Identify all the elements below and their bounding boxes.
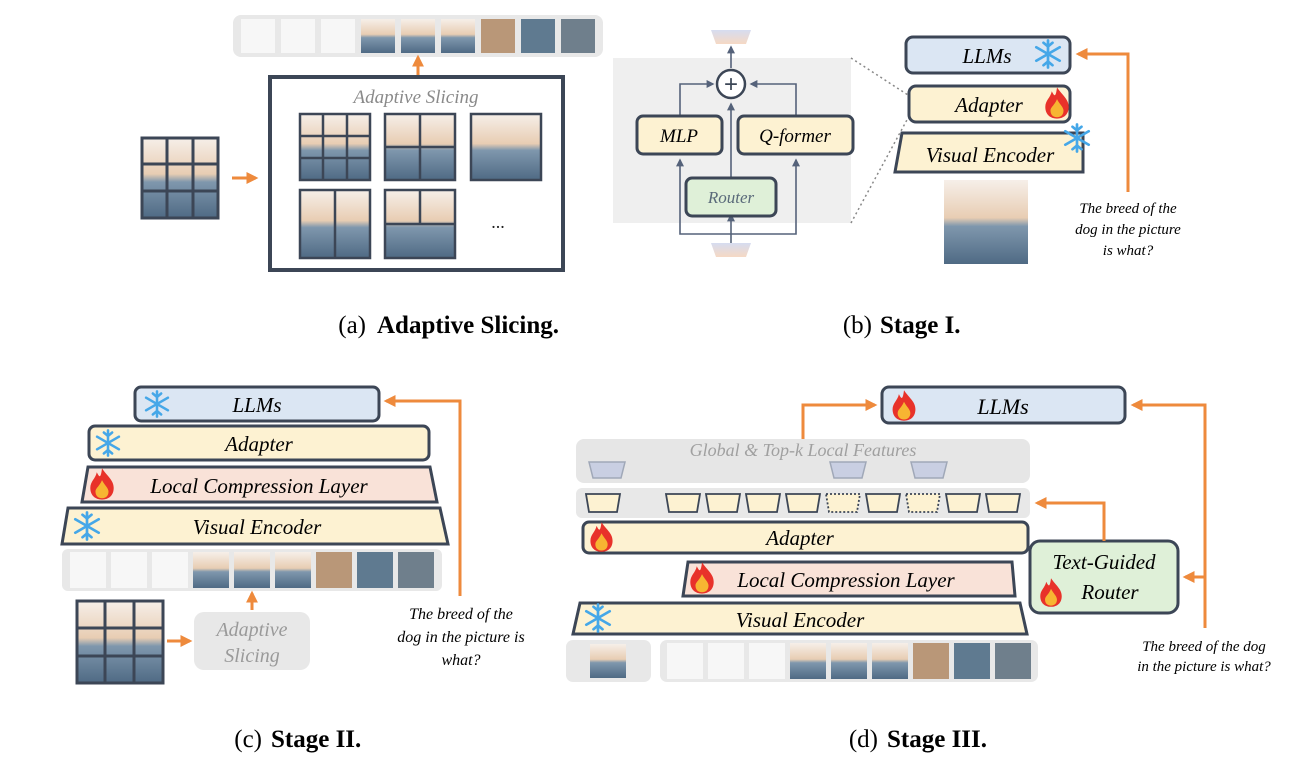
lcl-label-c: Local Compression Layer bbox=[149, 474, 368, 498]
qformer-box bbox=[736, 114, 855, 156]
caption-b-title: Stage I. bbox=[880, 312, 961, 339]
caption-a-prefix: (a) bbox=[338, 312, 366, 339]
router-label-d-line2: Router bbox=[1080, 580, 1139, 604]
router-label-b: Router bbox=[707, 188, 755, 207]
panel-d: LLMs Global & Top-k Local Features Adapt… bbox=[566, 385, 1271, 753]
qformer-label: Q-former bbox=[759, 126, 831, 147]
lcl-box-d bbox=[681, 560, 1017, 598]
slice-option-3x3 bbox=[298, 112, 372, 182]
llms-label-c: LLMs bbox=[231, 393, 281, 417]
llms-label-d: LLMs bbox=[976, 394, 1028, 419]
lcl-label-d: Local Compression Layer bbox=[736, 568, 955, 592]
slicing-box-title: Adaptive Slicing bbox=[351, 87, 478, 108]
slice-thumbnails-d bbox=[667, 643, 1031, 679]
question-c-line2: dog in the picture is bbox=[397, 629, 524, 646]
sum-plus: + bbox=[724, 71, 738, 98]
adapter-label-d: Adapter bbox=[764, 526, 834, 550]
visual-encoder-b bbox=[893, 131, 1085, 174]
llms-box-c bbox=[133, 385, 381, 423]
panel-b: + MLP Q-former Router LLMs Adapter Visua… bbox=[613, 30, 1181, 339]
adapter-tokens-d bbox=[584, 493, 1022, 513]
question-b-line3: is what? bbox=[1103, 243, 1154, 259]
question-d-line1: The breed of the dog bbox=[1142, 639, 1266, 655]
sum-node bbox=[715, 68, 747, 100]
slicing-label-c-line1: Adaptive bbox=[214, 619, 287, 641]
caption-d-title: Stage III. bbox=[887, 726, 987, 753]
llms-box-b bbox=[904, 35, 1072, 75]
ellipsis: ... bbox=[491, 212, 505, 232]
question-c-line3: what? bbox=[441, 652, 480, 669]
mlp-label: MLP bbox=[659, 126, 698, 147]
feature-to-llm-arrow bbox=[801, 399, 878, 439]
slicing-box-c bbox=[194, 612, 310, 670]
caption-c-prefix: (c) bbox=[234, 726, 262, 753]
visual-encoder-label-c: Visual Encoder bbox=[193, 515, 322, 539]
caption-b-prefix: (b) bbox=[843, 312, 872, 339]
slice-option-1x1 bbox=[469, 112, 543, 182]
global-image bbox=[590, 644, 626, 678]
adapter-label-b: Adapter bbox=[953, 93, 1023, 117]
selected-feature-tokens bbox=[588, 461, 948, 479]
question-arrow-d bbox=[1130, 399, 1207, 628]
caption-c-title: Stage II. bbox=[271, 726, 361, 753]
mlp-box bbox=[635, 114, 724, 156]
llms-box-d bbox=[880, 385, 1127, 425]
adapter-box-c bbox=[87, 424, 431, 462]
router-label-d-line1: Text-Guided bbox=[1052, 550, 1156, 574]
visual-encoder-d bbox=[571, 601, 1029, 636]
router-box-b bbox=[684, 176, 778, 218]
slice-option-1x2 bbox=[298, 188, 372, 260]
adapter-box-d bbox=[581, 520, 1030, 555]
question-d-line2: in the picture is what? bbox=[1137, 659, 1271, 675]
slice-option-2x2 bbox=[383, 112, 457, 182]
question-b-line1: The breed of the bbox=[1079, 201, 1177, 217]
slice-thumbnails-c bbox=[70, 552, 434, 588]
token-out-b bbox=[711, 30, 751, 44]
caption-a-title: Adaptive Slicing. bbox=[377, 312, 559, 339]
caption-d-prefix: (d) bbox=[849, 726, 878, 753]
panel-a: Adaptive Slicing ... (a) Adaptive Slicin… bbox=[140, 15, 603, 339]
question-arrow-c bbox=[383, 395, 462, 596]
adapter-label-c: Adapter bbox=[223, 432, 293, 456]
visual-encoder-label-d: Visual Encoder bbox=[736, 608, 865, 632]
question-b-line2: dog in the picture bbox=[1075, 222, 1181, 238]
lcl-box-c bbox=[80, 465, 439, 504]
features-label: Global & Top-k Local Features bbox=[690, 440, 917, 460]
visual-encoder-label-b: Visual Encoder bbox=[926, 143, 1055, 167]
input-photo-b bbox=[944, 180, 1028, 264]
slice-thumbnails-a bbox=[241, 19, 595, 53]
router-to-tokens-arrow bbox=[1034, 497, 1106, 541]
input-image-c bbox=[75, 599, 165, 685]
question-c-line1: The breed of the bbox=[409, 606, 513, 623]
input-image-a bbox=[140, 136, 220, 220]
token-in-b bbox=[711, 243, 751, 257]
slice-option-2x2b bbox=[383, 188, 457, 260]
adapter-box-b bbox=[907, 84, 1072, 124]
visual-encoder-c bbox=[60, 506, 450, 546]
question-arrow-b bbox=[1075, 48, 1130, 192]
panel-c: LLMs Adapter Local Compression Layer Vis… bbox=[60, 385, 525, 753]
slicing-label-c-line2: Slicing bbox=[224, 645, 280, 667]
llms-label-b: LLMs bbox=[961, 44, 1011, 68]
